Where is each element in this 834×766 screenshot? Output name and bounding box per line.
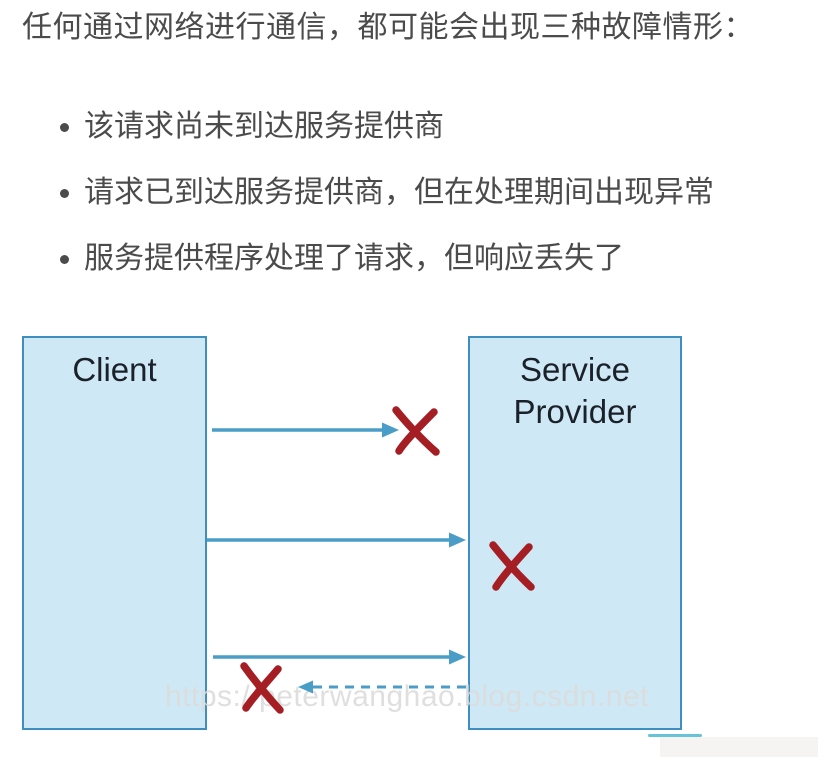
- failure-scenarios-list: 该请求尚未到达服务提供商 请求已到达服务提供商，但在处理期间出现异常 服务提供程…: [84, 110, 714, 308]
- response-arrow-dashed: [298, 680, 466, 694]
- failure-x-icon-3: [240, 662, 284, 714]
- request-arrow-3: [213, 649, 466, 665]
- failure-x-icon-2: [489, 541, 535, 591]
- bottom-right-artifact: [660, 737, 818, 757]
- list-item-response-lost: 服务提供程序处理了请求，但响应丢失了: [84, 242, 714, 276]
- diagram-arrows-layer: [207, 406, 535, 714]
- service-provider-box: Service Provider: [468, 336, 682, 730]
- request-arrow-2: [207, 532, 466, 548]
- provider-label-line1: Service: [519, 351, 631, 388]
- list-item-request-not-delivered: 该请求尚未到达服务提供商: [84, 110, 714, 144]
- intro-heading: 任何通过网络进行通信，都可能会出现三种故障情形：: [22, 11, 754, 44]
- client-box: Client: [22, 336, 207, 730]
- client-label: Client: [72, 351, 157, 388]
- failure-x-icon-1: [392, 406, 440, 456]
- request-arrow-1: [212, 422, 399, 438]
- provider-label-line2: Provider: [513, 393, 637, 430]
- teal-highlight-mark: [648, 734, 702, 737]
- list-item-processing-exception: 请求已到达服务提供商，但在处理期间出现异常: [84, 176, 714, 210]
- failure-diagram: Client Service Provider https://peterwan…: [0, 336, 834, 766]
